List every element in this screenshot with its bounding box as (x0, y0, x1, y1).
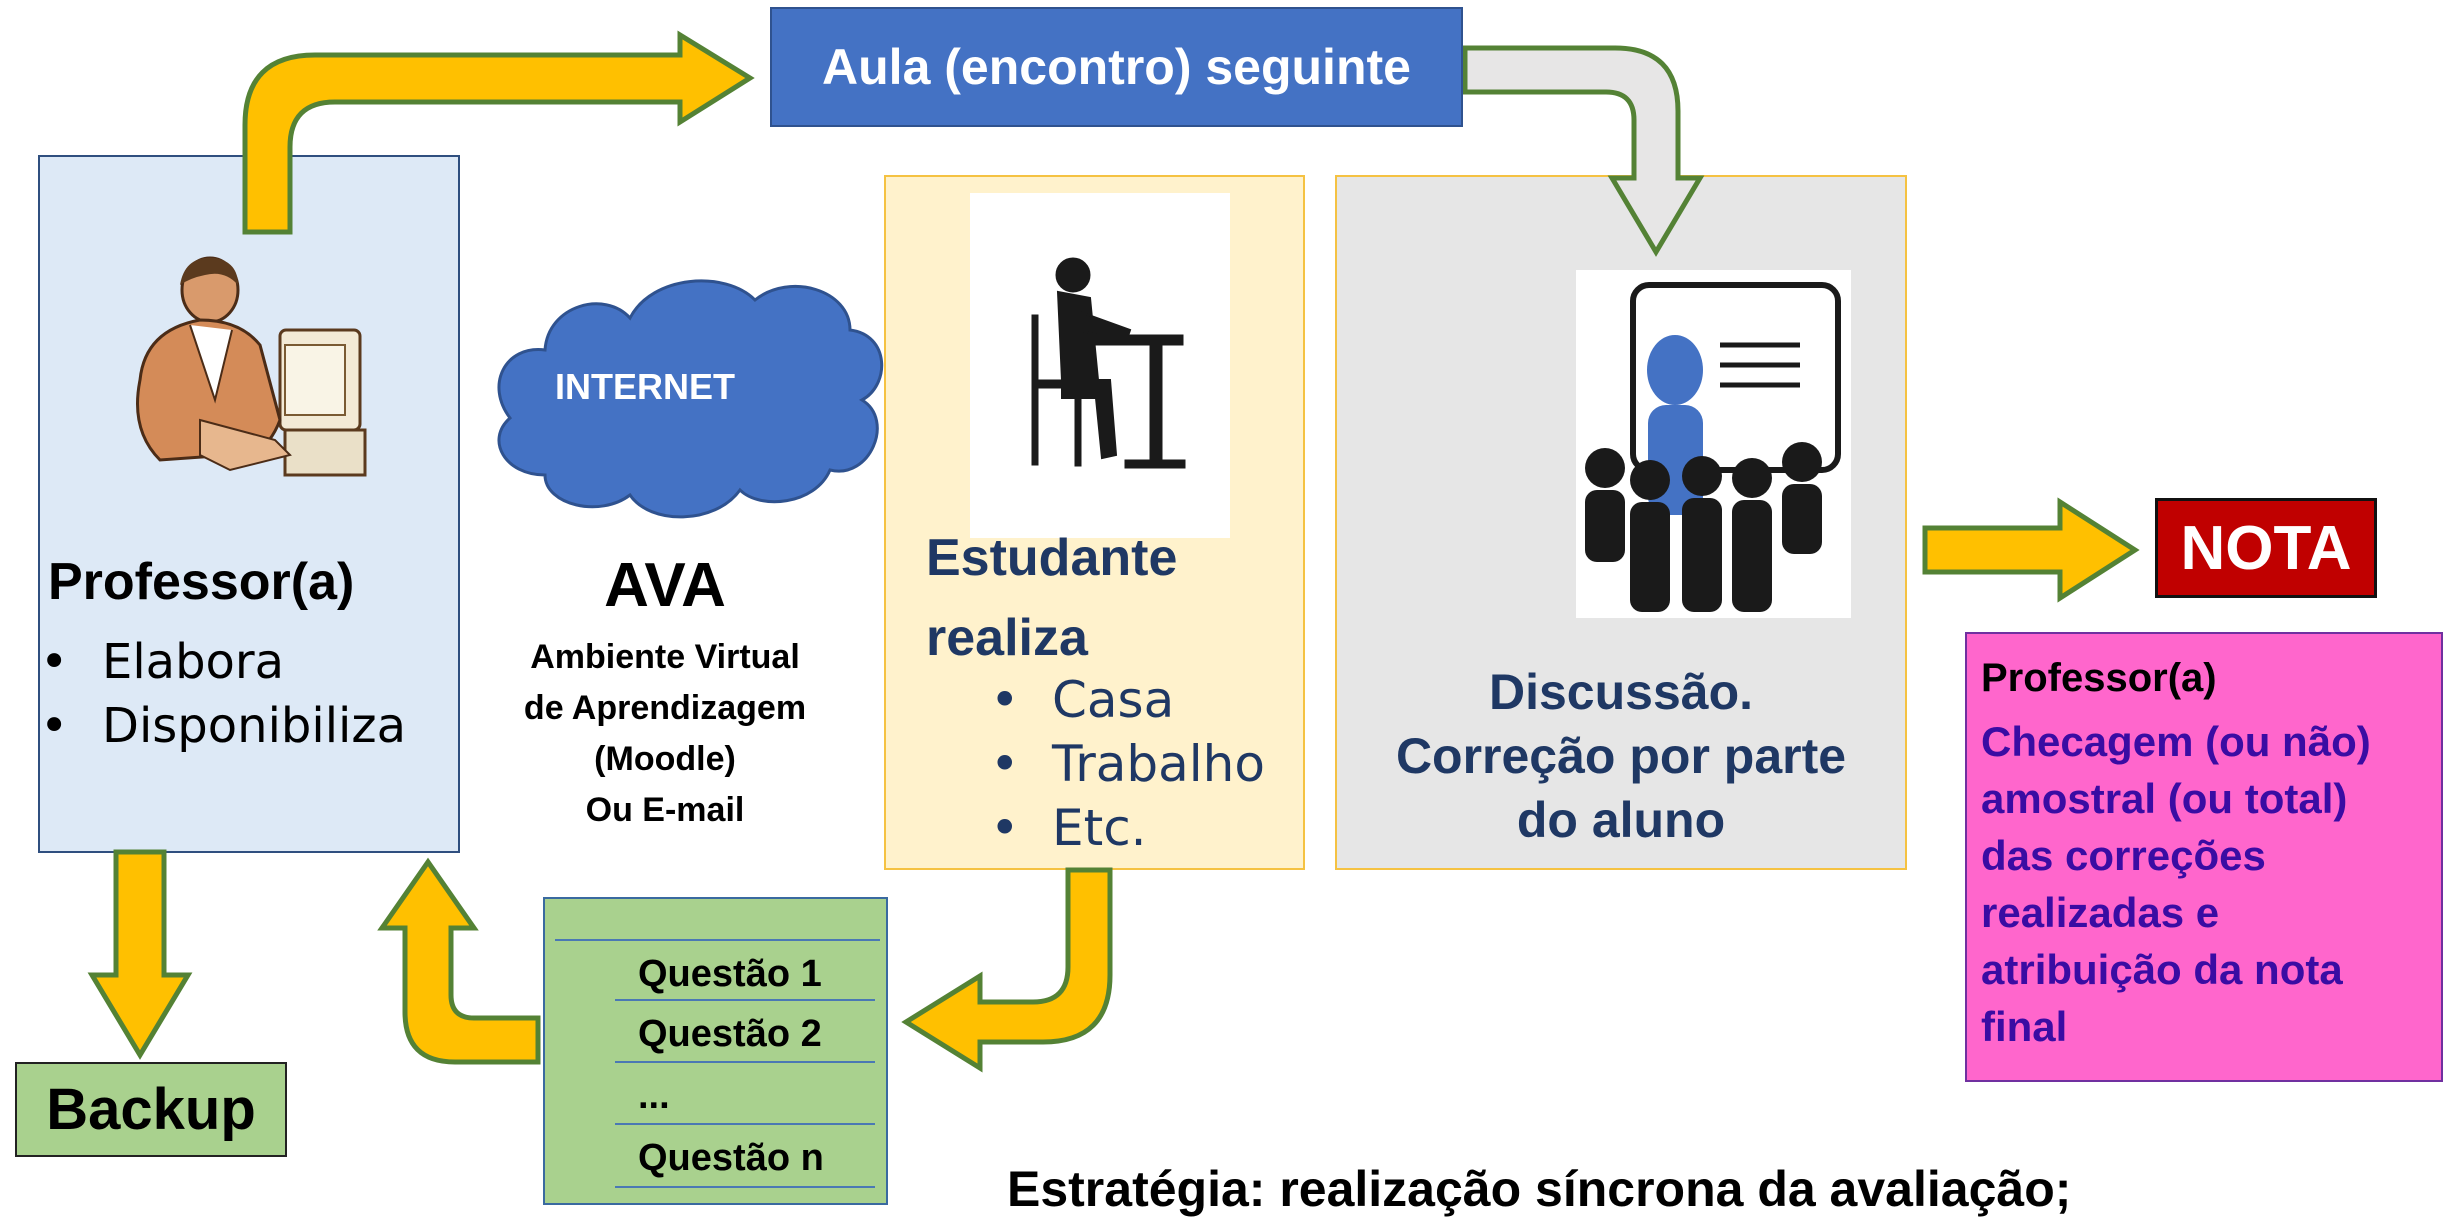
question-item: Questão 2 (638, 1013, 822, 1055)
student-title-line: Estudante (926, 529, 1178, 587)
arrow-professor-to-next-class (242, 30, 755, 235)
professor-note-line: realizadas e (1981, 889, 2220, 936)
grade-box: NOTA (2155, 498, 2377, 598)
student-title-line: realiza (926, 609, 1088, 667)
student-title: Estudante realiza (926, 518, 1286, 678)
arrow-next-class-to-discussion (1462, 45, 1705, 257)
internet-label: INTERNET (555, 366, 735, 407)
student-location-item: Trabalho (990, 732, 1265, 796)
professor-note-box: Professor(a) Checagem (ou não) amostral … (1965, 632, 2443, 1082)
backup-label: Backup (46, 1077, 256, 1142)
backup-box: Backup (15, 1062, 287, 1157)
student-image-panel (970, 193, 1230, 538)
arrow-professor-to-backup (87, 849, 193, 1060)
professor-action-list: Elabora Disponibiliza (40, 630, 406, 758)
ava-title: AVA (604, 551, 726, 620)
student-at-desk-icon (1031, 257, 1186, 469)
strategy-caption: Estratégia: realização síncrona da avali… (1007, 1161, 2072, 1217)
teacher-at-computer-icon (136, 256, 367, 477)
student-location-item: Etc. (990, 796, 1265, 860)
next-class-box: Aula (encontro) seguinte (770, 7, 1463, 127)
professor-action-item: Disponibiliza (40, 694, 406, 758)
professor-note-line: das correções (1981, 832, 2266, 879)
student-location-item: Casa (990, 668, 1265, 732)
professor-action-item: Elabora (40, 630, 406, 694)
arrow-discussion-to-nota (1922, 497, 2140, 603)
questions-box: Questão 1 Questão 2 ... Questão n (543, 897, 888, 1205)
ava-description-line: Ou E-mail (585, 791, 745, 829)
professor-note-line: amostral (ou total) (1981, 775, 2348, 822)
professor-note-line: Checagem (ou não) (1981, 718, 2371, 765)
questions-divider (615, 1061, 875, 1063)
discussion-line: Correção por parte (1395, 728, 1847, 784)
grade-label: NOTA (2180, 513, 2352, 583)
question-item: Questão n (638, 1137, 824, 1179)
arrow-questions-to-professor (377, 857, 541, 1065)
next-class-label: Aula (encontro) seguinte (822, 39, 1411, 95)
student-location-list: Casa Trabalho Etc. (990, 668, 1265, 860)
professor-note-text: Checagem (ou não) amostral (ou total) da… (1981, 713, 2441, 1055)
questions-divider (615, 999, 875, 1001)
arrow-student-to-questions (901, 867, 1113, 1073)
professor-note-line: final (1981, 1003, 2068, 1050)
discussion-line: do aluno (1516, 792, 1726, 848)
discussion-line: Discussão. (1488, 664, 1753, 720)
questions-divider (615, 1186, 875, 1188)
discussion-text: Discussão. Correção por parte do aluno (1340, 660, 1902, 852)
question-item: Questão 1 (638, 953, 822, 995)
ava-description-line: Ambiente Virtual (530, 638, 800, 676)
professor-title: Professor(a) (48, 553, 355, 611)
questions-divider (615, 1123, 875, 1125)
ava-description: Ambiente Virtual de Aprendizagem (Moodle… (500, 632, 830, 836)
questions-divider (555, 939, 880, 941)
professor-note-title: Professor(a) (1981, 656, 2217, 700)
presentation-audience-icon (1585, 282, 1841, 612)
ava-description-line: (Moodle) (594, 740, 736, 778)
professor-note-line: atribuição da nota (1981, 946, 2343, 993)
question-item: ... (638, 1075, 670, 1117)
internet-cloud-icon (497, 279, 884, 519)
ava-description-line: de Aprendizagem (523, 689, 807, 727)
